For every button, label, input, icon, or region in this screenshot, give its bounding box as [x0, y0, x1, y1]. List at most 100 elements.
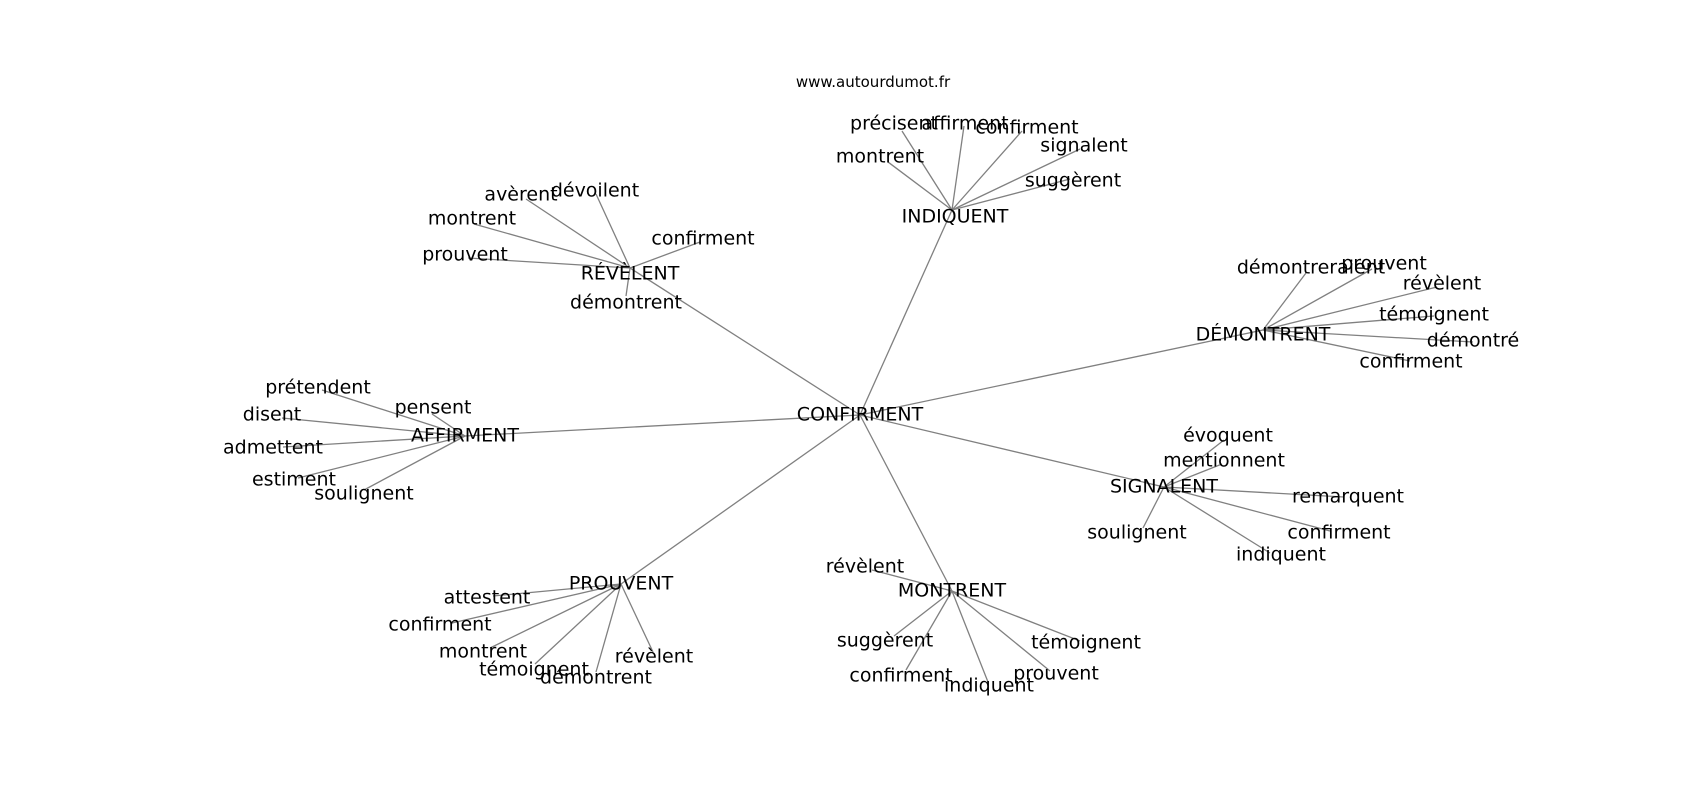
leaf-label-demontrent-3: témoignent	[1379, 304, 1489, 326]
leaf-label-indiquent-4: signalent	[1040, 135, 1127, 157]
leaf-label-revelent-2: montrent	[428, 208, 516, 230]
leaf-label-demontrent-0: démontreraient	[1237, 257, 1385, 279]
edge-signalent-leaf-1	[1163, 463, 1223, 488]
edge-prouvent-leaf-1	[451, 583, 622, 624]
hub-label-demontrent: DÉMONTRENT	[1196, 323, 1331, 346]
leaf-label-indiquent-1: affirment	[921, 113, 1008, 135]
edge-demontrent-leaf-0	[1262, 272, 1307, 331]
leaf-label-affirment-3: admettent	[223, 437, 323, 459]
leaf-label-montrent-5: prouvent	[1013, 663, 1099, 685]
edge-center-affirment	[464, 414, 861, 437]
edge-center-demontrent	[859, 329, 1264, 416]
edge-center-indiquent	[859, 209, 953, 416]
leaf-label-prouvent-1: confirment	[388, 614, 491, 636]
leaf-label-demontrent-2: révèlent	[1403, 273, 1481, 295]
edge-montrent-leaf-3	[905, 590, 953, 671]
edge-affirment-leaf-4	[297, 435, 466, 479]
leaf-label-affirment-5: soulignent	[314, 483, 413, 505]
edge-montrent-leaf-4	[951, 590, 989, 683]
leaf-label-signalent-3: soulignent	[1087, 522, 1186, 544]
edge-signalent-leaf-5	[1163, 486, 1271, 554]
leaf-label-signalent-0: évoquent	[1183, 425, 1273, 447]
edge-affirment-leaf-0	[321, 389, 466, 437]
hub-label-prouvent: PROUVENT	[569, 573, 674, 595]
edge-demontrent-leaf-3	[1262, 315, 1435, 331]
edge-prouvent-leaf-3	[534, 583, 622, 665]
leaf-label-prouvent-2: montrent	[439, 641, 527, 663]
leaf-label-montrent-1: suggèrent	[837, 630, 933, 652]
edge-signalent-leaf-0	[1163, 439, 1225, 488]
edge-montrent-leaf-2	[951, 590, 1081, 642]
edge-revelent-leaf-4	[467, 257, 631, 269]
edge-indiquent-leaf-2	[951, 130, 1023, 211]
edge-affirment-leaf-2	[281, 417, 466, 437]
edge-center-montrent	[859, 414, 953, 592]
edge-indiquent-leaf-4	[951, 148, 1081, 211]
hub-label-revelent: RÉVÈLENT	[581, 262, 680, 285]
edge-demontrent-leaf-4	[1262, 329, 1474, 343]
leaf-label-revelent-4: prouvent	[422, 244, 508, 266]
leaf-label-indiquent-5: suggèrent	[1025, 170, 1121, 192]
hub-label-affirment: AFFIRMENT	[411, 425, 519, 447]
edge-prouvent-leaf-5	[620, 583, 654, 653]
hub-label-signalent: SIGNALENT	[1110, 476, 1218, 498]
edge-affirment-leaf-3	[282, 435, 466, 448]
leaf-label-signalent-4: confirment	[1287, 522, 1390, 544]
edge-indiquent-leaf-1	[951, 125, 965, 211]
leaf-label-prouvent-3: témoignent	[479, 659, 589, 681]
leaf-label-revelent-1: dévoilent	[551, 180, 639, 202]
edge-demontrent-leaf-1	[1262, 268, 1373, 331]
leaf-label-revelent-0: avèrent	[484, 184, 557, 206]
center-label: CONFIRMENT	[797, 404, 924, 426]
leaf-label-affirment-4: estiment	[252, 469, 336, 491]
leaf-label-signalent-2: remarquent	[1292, 486, 1404, 508]
leaf-label-indiquent-0: précisent	[850, 113, 938, 135]
leaf-label-indiquent-3: montrent	[836, 146, 924, 168]
leaf-label-affirment-2: disent	[243, 404, 301, 426]
edge-indiquent-leaf-0	[901, 130, 953, 211]
edge-signalent-leaf-3	[1142, 486, 1165, 529]
edge-montrent-leaf-0	[871, 569, 953, 592]
leaf-label-signalent-5: indiquent	[1236, 544, 1326, 566]
edge-affirment-leaf-1	[431, 413, 466, 437]
edge-prouvent-leaf-0	[492, 583, 622, 597]
edge-affirment-leaf-5	[363, 435, 466, 491]
leaf-label-montrent-3: confirment	[849, 665, 952, 687]
edge-demontrent-leaf-2	[1262, 286, 1438, 331]
leaf-label-demontrent-4: démontré	[1427, 330, 1519, 352]
edge-revelent-leaf-0	[525, 198, 631, 269]
edge-demontrent-leaf-5	[1262, 329, 1411, 362]
edge-revelent-leaf-5	[625, 267, 631, 297]
watermark: www.autourdumot.fr	[796, 73, 951, 91]
leaf-label-affirment-0: prétendent	[265, 377, 371, 399]
leaf-label-montrent-0: révèlent	[826, 556, 904, 578]
leaf-label-revelent-5: démontrent	[570, 292, 682, 314]
hub-label-indiquent: INDIQUENT	[902, 206, 1009, 228]
leaf-label-montrent-2: témoignent	[1031, 632, 1141, 654]
edge-indiquent-leaf-3	[887, 161, 953, 211]
leaf-label-revelent-3: confirment	[651, 228, 754, 250]
edge-center-prouvent	[620, 414, 861, 585]
edge-revelent-leaf-3	[629, 241, 701, 269]
leaf-label-demontrent-5: confirment	[1359, 351, 1462, 373]
leaf-label-indiquent-2: confirment	[975, 117, 1078, 139]
graph-edges	[281, 125, 1474, 683]
leaf-label-prouvent-5: révèlent	[615, 646, 693, 668]
edge-signalent-leaf-2	[1163, 486, 1345, 498]
edge-revelent-leaf-1	[595, 193, 631, 269]
edge-indiquent-leaf-5	[951, 178, 1071, 211]
edge-center-signalent	[859, 414, 1165, 488]
edge-revelent-leaf-2	[473, 223, 631, 269]
edge-prouvent-leaf-4	[595, 583, 622, 673]
hub-label-montrent: MONTRENT	[898, 580, 1007, 602]
leaf-label-signalent-1: mentionnent	[1163, 450, 1285, 472]
edge-montrent-leaf-5	[951, 590, 1051, 672]
edge-montrent-leaf-1	[893, 590, 953, 637]
leaf-label-prouvent-0: attestent	[444, 587, 531, 609]
leaf-label-demontrent-1: prouvent	[1341, 253, 1427, 275]
leaf-label-affirment-1: pensent	[395, 397, 472, 419]
leaf-label-prouvent-4: démontrent	[540, 667, 652, 689]
edge-center-revelent	[629, 267, 861, 416]
